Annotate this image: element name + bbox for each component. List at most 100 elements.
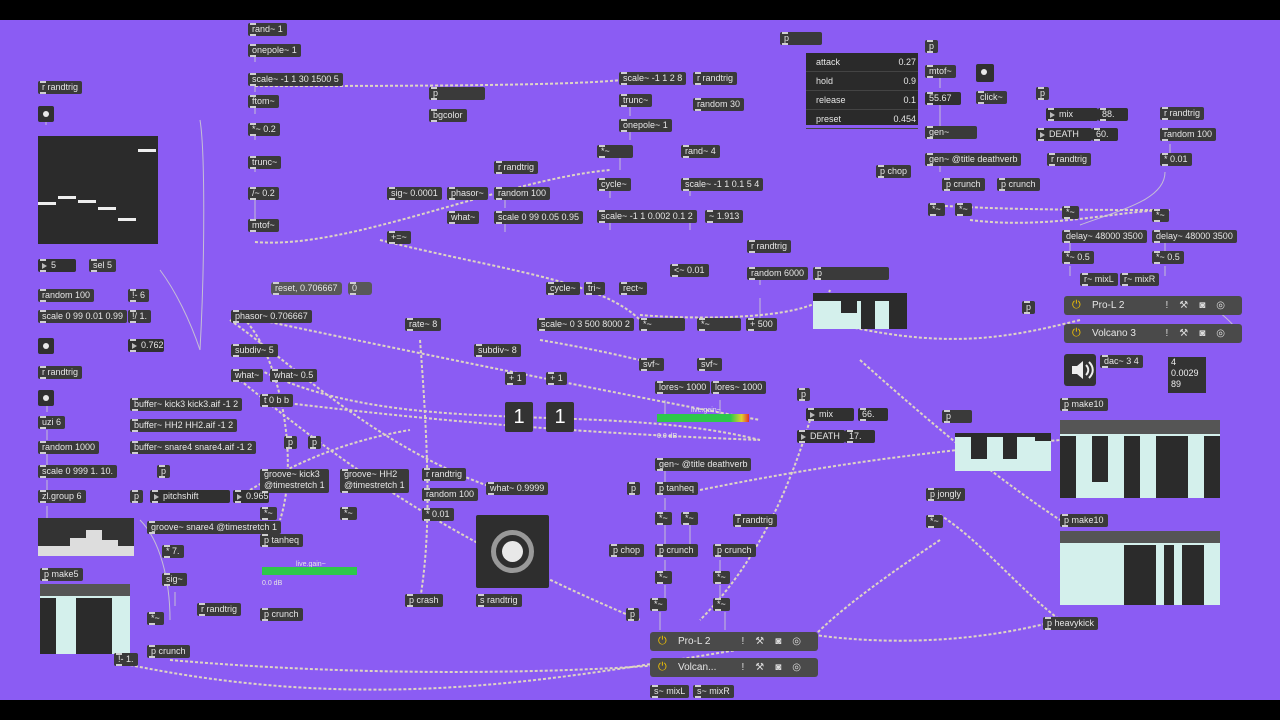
big-number-display[interactable]: 1 (546, 402, 574, 432)
subpatch-tanheq[interactable]: p tanheq (655, 482, 699, 495)
death-box[interactable]: DEATH (1036, 128, 1092, 141)
multiply-signal[interactable]: *~ (681, 512, 698, 525)
number-box[interactable]: 0.762 (128, 339, 164, 352)
groove-hh[interactable]: groove~ HH2@timestretch 1 (340, 469, 409, 493)
scale-object[interactable]: scale 0 99 0.01 0.99 (38, 310, 128, 323)
gen-deathverb[interactable]: gen~ @title deathverb (925, 153, 1022, 166)
plugin-tool-icons[interactable]: !⚒◙◎ (1165, 300, 1236, 311)
multiply-object[interactable]: * 0.01 (422, 508, 454, 521)
subpatch-tanheq[interactable]: p tanheq (260, 534, 304, 547)
send-randtrig[interactable]: s randtrig (476, 594, 522, 607)
subtract-object[interactable]: !- 6 (128, 289, 150, 302)
random-object[interactable]: random 100 (422, 488, 479, 501)
scale-object[interactable]: scale~ -1 1 0.1 5 4 (681, 178, 764, 191)
divide-object[interactable]: !/ 1. (128, 310, 152, 323)
power-icon[interactable]: ⏻ (658, 635, 667, 647)
dial-knob[interactable] (476, 515, 549, 588)
gen-object[interactable]: gen~ (925, 126, 977, 139)
multislider[interactable] (813, 293, 907, 329)
receive-randtrig[interactable]: r randtrig (38, 81, 83, 94)
delay-object[interactable]: delay~ 48000 3500 (1062, 230, 1147, 243)
cycle-object[interactable]: cycle~ (546, 282, 580, 295)
trunc-object[interactable]: trunc~ (248, 156, 282, 169)
subpatch-crunch[interactable]: p crunch (997, 178, 1040, 191)
subpatch-crunch[interactable]: p crunch (260, 608, 303, 621)
multislider[interactable] (1060, 531, 1220, 605)
divide-signal[interactable]: /~ 0.2 (248, 187, 279, 200)
plugin-volcano[interactable]: ⏻Volcano 3 !⚒◙◎ (1064, 324, 1242, 343)
subpatch[interactable]: p (429, 87, 485, 100)
receive-mixR[interactable]: r~ mixR (1120, 273, 1160, 286)
rate-object[interactable]: rate~ 8 (405, 318, 442, 331)
mtof-object[interactable]: mtof~ (248, 219, 279, 232)
receive-randtrig[interactable]: r randtrig (747, 240, 792, 253)
envelope-value[interactable]: 0.9 (903, 76, 916, 86)
speaker-icon[interactable] (1064, 354, 1096, 386)
add-object[interactable]: + 1 (546, 372, 567, 385)
multiply-signal[interactable]: *~ (147, 612, 164, 625)
subpatch[interactable]: p (1022, 301, 1036, 314)
subdiv-object[interactable]: subdiv~ 5 (231, 344, 278, 357)
subpatch[interactable]: p (1036, 87, 1050, 100)
random-object[interactable]: random 30 (693, 98, 745, 111)
number-box[interactable]: 60. (1092, 128, 1118, 141)
bang-button[interactable] (38, 338, 54, 354)
lores-object[interactable]: lores~ 1000 (711, 381, 767, 394)
ftom-object[interactable]: ftom~ (248, 95, 279, 108)
rand-object[interactable]: rand~ 1 (248, 23, 287, 36)
scale-object[interactable]: scale~ -1 1 0.002 0.1 2 (597, 210, 697, 223)
subpatch[interactable]: p (797, 388, 811, 401)
subtract-object[interactable]: !- 1. (114, 653, 138, 666)
subdiv-object[interactable]: subdiv~ 8 (474, 344, 521, 357)
click-object[interactable]: click~ (976, 91, 1007, 104)
multiply-signal[interactable]: *~ (597, 145, 633, 158)
envelope-value[interactable]: 0.27 (898, 57, 916, 67)
sig-object[interactable]: sig~ 0.0001 (387, 187, 442, 200)
multiply-object[interactable]: * 7. (162, 545, 184, 558)
plugin-tool-icons[interactable]: !⚒◙◎ (1165, 328, 1236, 339)
buffer-kick[interactable]: buffer~ kick3 kick3.aif -1 2 (130, 398, 243, 411)
dac-object[interactable]: dac~ 3 4 (1100, 355, 1143, 368)
svf-object[interactable]: svf~ (697, 358, 722, 371)
receive-randtrig[interactable]: r randtrig (422, 468, 467, 481)
subpatch-crunch[interactable]: p crunch (147, 645, 190, 658)
send-mixL[interactable]: s~ mixL (650, 685, 690, 698)
sel-object[interactable]: sel 5 (89, 259, 117, 272)
add-object[interactable]: + 1 (505, 372, 526, 385)
what-object[interactable]: what~ (231, 369, 264, 382)
multislider[interactable] (38, 136, 158, 244)
subpatch-crunch[interactable]: p crunch (655, 544, 698, 557)
multislider[interactable] (955, 433, 1051, 471)
receive-mixL[interactable]: r~ mixL (1080, 273, 1118, 286)
receive-randtrig[interactable]: r randtrig (38, 366, 83, 379)
receive-randtrig[interactable]: r randtrig (494, 161, 539, 174)
subpatch-crunch[interactable]: p crunch (713, 544, 756, 557)
pitchshift-box[interactable]: pitchshift (150, 490, 230, 503)
rand-object[interactable]: rand~ 4 (681, 145, 720, 158)
phasor-object[interactable]: phasor~ (447, 187, 488, 200)
scale-object[interactable]: scale 0 99 0.05 0.95 (494, 211, 584, 224)
multiply-signal[interactable]: *~ 0.5 (1152, 251, 1184, 264)
trunc-object[interactable]: trunc~ (619, 94, 653, 107)
live-gain-meter[interactable]: live.gain~ 0.0 dB (657, 404, 757, 440)
multiply-signal[interactable]: *~ (340, 507, 357, 520)
tri-object[interactable]: tri~ (584, 282, 605, 295)
multiply-signal[interactable]: *~ (928, 203, 945, 216)
mix-box[interactable]: mix (1046, 108, 1098, 121)
less-than-object[interactable]: <~ 0.01 (670, 264, 709, 277)
zero-message[interactable]: 0 (348, 282, 372, 295)
max-patcher-canvas[interactable]: r randtrig 5 sel 5 random 100 !- 6 scale… (0, 20, 1280, 700)
plugin-tool-icons[interactable]: !⚒◙◎ (741, 636, 812, 647)
subpatch-make5[interactable]: p make5 (40, 568, 83, 581)
receive-randtrig[interactable]: r randtrig (197, 603, 242, 616)
multislider[interactable] (1060, 420, 1220, 498)
subpatch-chop[interactable]: p chop (609, 544, 645, 557)
multiply-signal[interactable]: *~ (1062, 206, 1079, 219)
mtof-object[interactable]: mtof~ (925, 65, 956, 78)
live-gain-meter[interactable]: live.gain~ 0.0 dB (262, 555, 362, 587)
